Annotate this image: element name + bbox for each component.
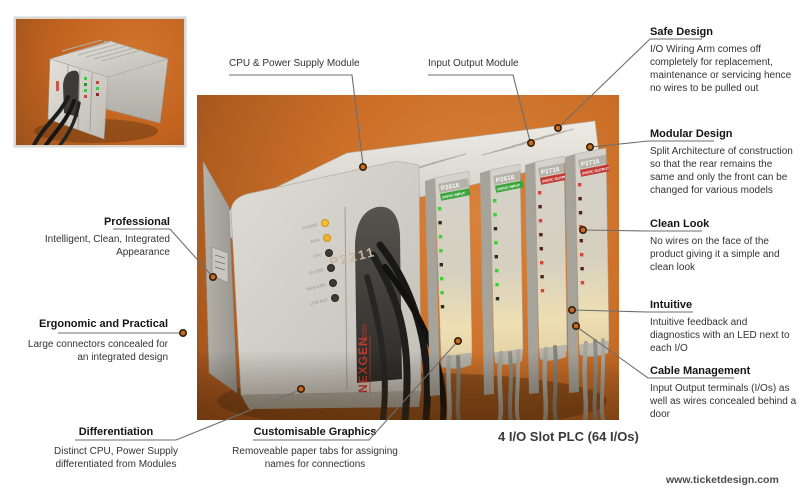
- callout-title: Safe Design: [650, 26, 713, 38]
- callout-clean-look: Clean Look No wires on the face of the p…: [650, 218, 798, 274]
- brand-series: 2000: [362, 323, 369, 339]
- led-label: CPU: [312, 252, 322, 259]
- callout-customisable-graphics: Customisable Graphics Removeable paper t…: [230, 426, 400, 471]
- callout-body: Large connectors concealed for an integr…: [27, 338, 168, 363]
- website-url: www.ticketdesign.com: [666, 474, 779, 486]
- inset-photo: [14, 17, 186, 147]
- module-type-badge: [579, 164, 610, 177]
- callout-professional: Professional Intelligent, Clean, Integra…: [20, 216, 170, 259]
- callout-title: Cable Management: [650, 365, 751, 377]
- callout-body: I/O Wiring Arm comes off completely for …: [650, 43, 792, 94]
- module-model-label: P2616: [495, 174, 515, 185]
- led-label: LOW BAT: [309, 297, 329, 306]
- main-render: P2211 POWER RUN CPU I/O ERR MEM ERR LOW …: [197, 95, 619, 420]
- module-model-label: P2716: [580, 158, 600, 169]
- callout-body: Intuitive feedback and diagnostics with …: [650, 316, 790, 354]
- callout-body: Input Output terminals (I/Os) as well as…: [650, 382, 797, 420]
- module-led-column: [538, 191, 545, 293]
- callout-title: Modular Design: [650, 128, 733, 140]
- module-type-label: 24VDC INPUT: [442, 191, 466, 200]
- callout-body: Split Architecture of construction so th…: [650, 145, 793, 196]
- callout-title: Customisable Graphics: [253, 426, 377, 438]
- inset-device-render: [32, 39, 170, 145]
- callout-title: Clean Look: [650, 218, 710, 230]
- plc-device: P2211 POWER RUN CPU I/O ERR MEM ERR LOW …: [197, 120, 619, 420]
- callout-title: Intuitive: [650, 299, 693, 311]
- io-module-3: P2716 24VDC OUTPUT: [525, 155, 570, 394]
- io-module-2: P2616 24VDC INPUT: [480, 163, 524, 395]
- led-label: RUN: [310, 237, 320, 244]
- module-type-badge: [494, 180, 524, 193]
- callout-title: Ergonomic and Practical: [39, 318, 168, 330]
- module-type-badge: [439, 188, 471, 201]
- callout-body: Intelligent, Clean, Integrated Appearanc…: [44, 233, 170, 258]
- callout-body: Removeable paper tabs for assigning name…: [232, 445, 398, 470]
- module-type-badge: [539, 172, 569, 185]
- cpu-led-panel: POWER RUN CPU I/O ERR MEM ERR LOW BAT: [302, 219, 339, 306]
- product-caption: 4 I/O Slot PLC (64 I/Os): [498, 429, 639, 444]
- module-type-label: 24VDC OUTPUT: [542, 174, 570, 183]
- led-label: POWER: [302, 222, 319, 231]
- module-led-column: [438, 207, 445, 309]
- module-type-label: 24VDC OUTPUT: [582, 166, 610, 175]
- module-model-label: P2716: [540, 166, 560, 177]
- callout-ergonomic-practical: Ergonomic and Practical Large connectors…: [18, 318, 168, 364]
- callout-title: Differentiation: [78, 426, 154, 438]
- callout-body: No wires on the face of the product givi…: [650, 235, 780, 273]
- label-input-output-module: Input Output Module: [428, 58, 519, 69]
- label-cpu-power-supply-module: CPU & Power Supply Module: [229, 58, 360, 69]
- module-type-label: 24VDC INPUT: [497, 183, 521, 192]
- callout-body: Distinct CPU, Power Supply differentiate…: [54, 445, 178, 470]
- io-modules: P2616 24VDC INPUT: [425, 147, 610, 396]
- wiring-arch: [355, 206, 402, 383]
- bottom-shade: [197, 350, 619, 420]
- module-model-label: P2616: [440, 182, 460, 193]
- callout-modular-design: Modular Design Split Architecture of con…: [650, 128, 798, 197]
- callout-intuitive: Intuitive Intuitive feedback and diagnos…: [650, 299, 798, 355]
- callout-differentiation: Differentiation Distinct CPU, Power Supp…: [41, 426, 191, 471]
- led-label: MEM ERR: [306, 282, 326, 292]
- callout-safe-design: Safe Design I/O Wiring Arm comes off com…: [650, 26, 798, 95]
- module-led-column: [493, 199, 500, 301]
- callout-cable-management: Cable Management Input Output terminals …: [650, 365, 798, 421]
- led-label: I/O ERR: [308, 267, 324, 276]
- callout-title: Professional: [103, 216, 170, 228]
